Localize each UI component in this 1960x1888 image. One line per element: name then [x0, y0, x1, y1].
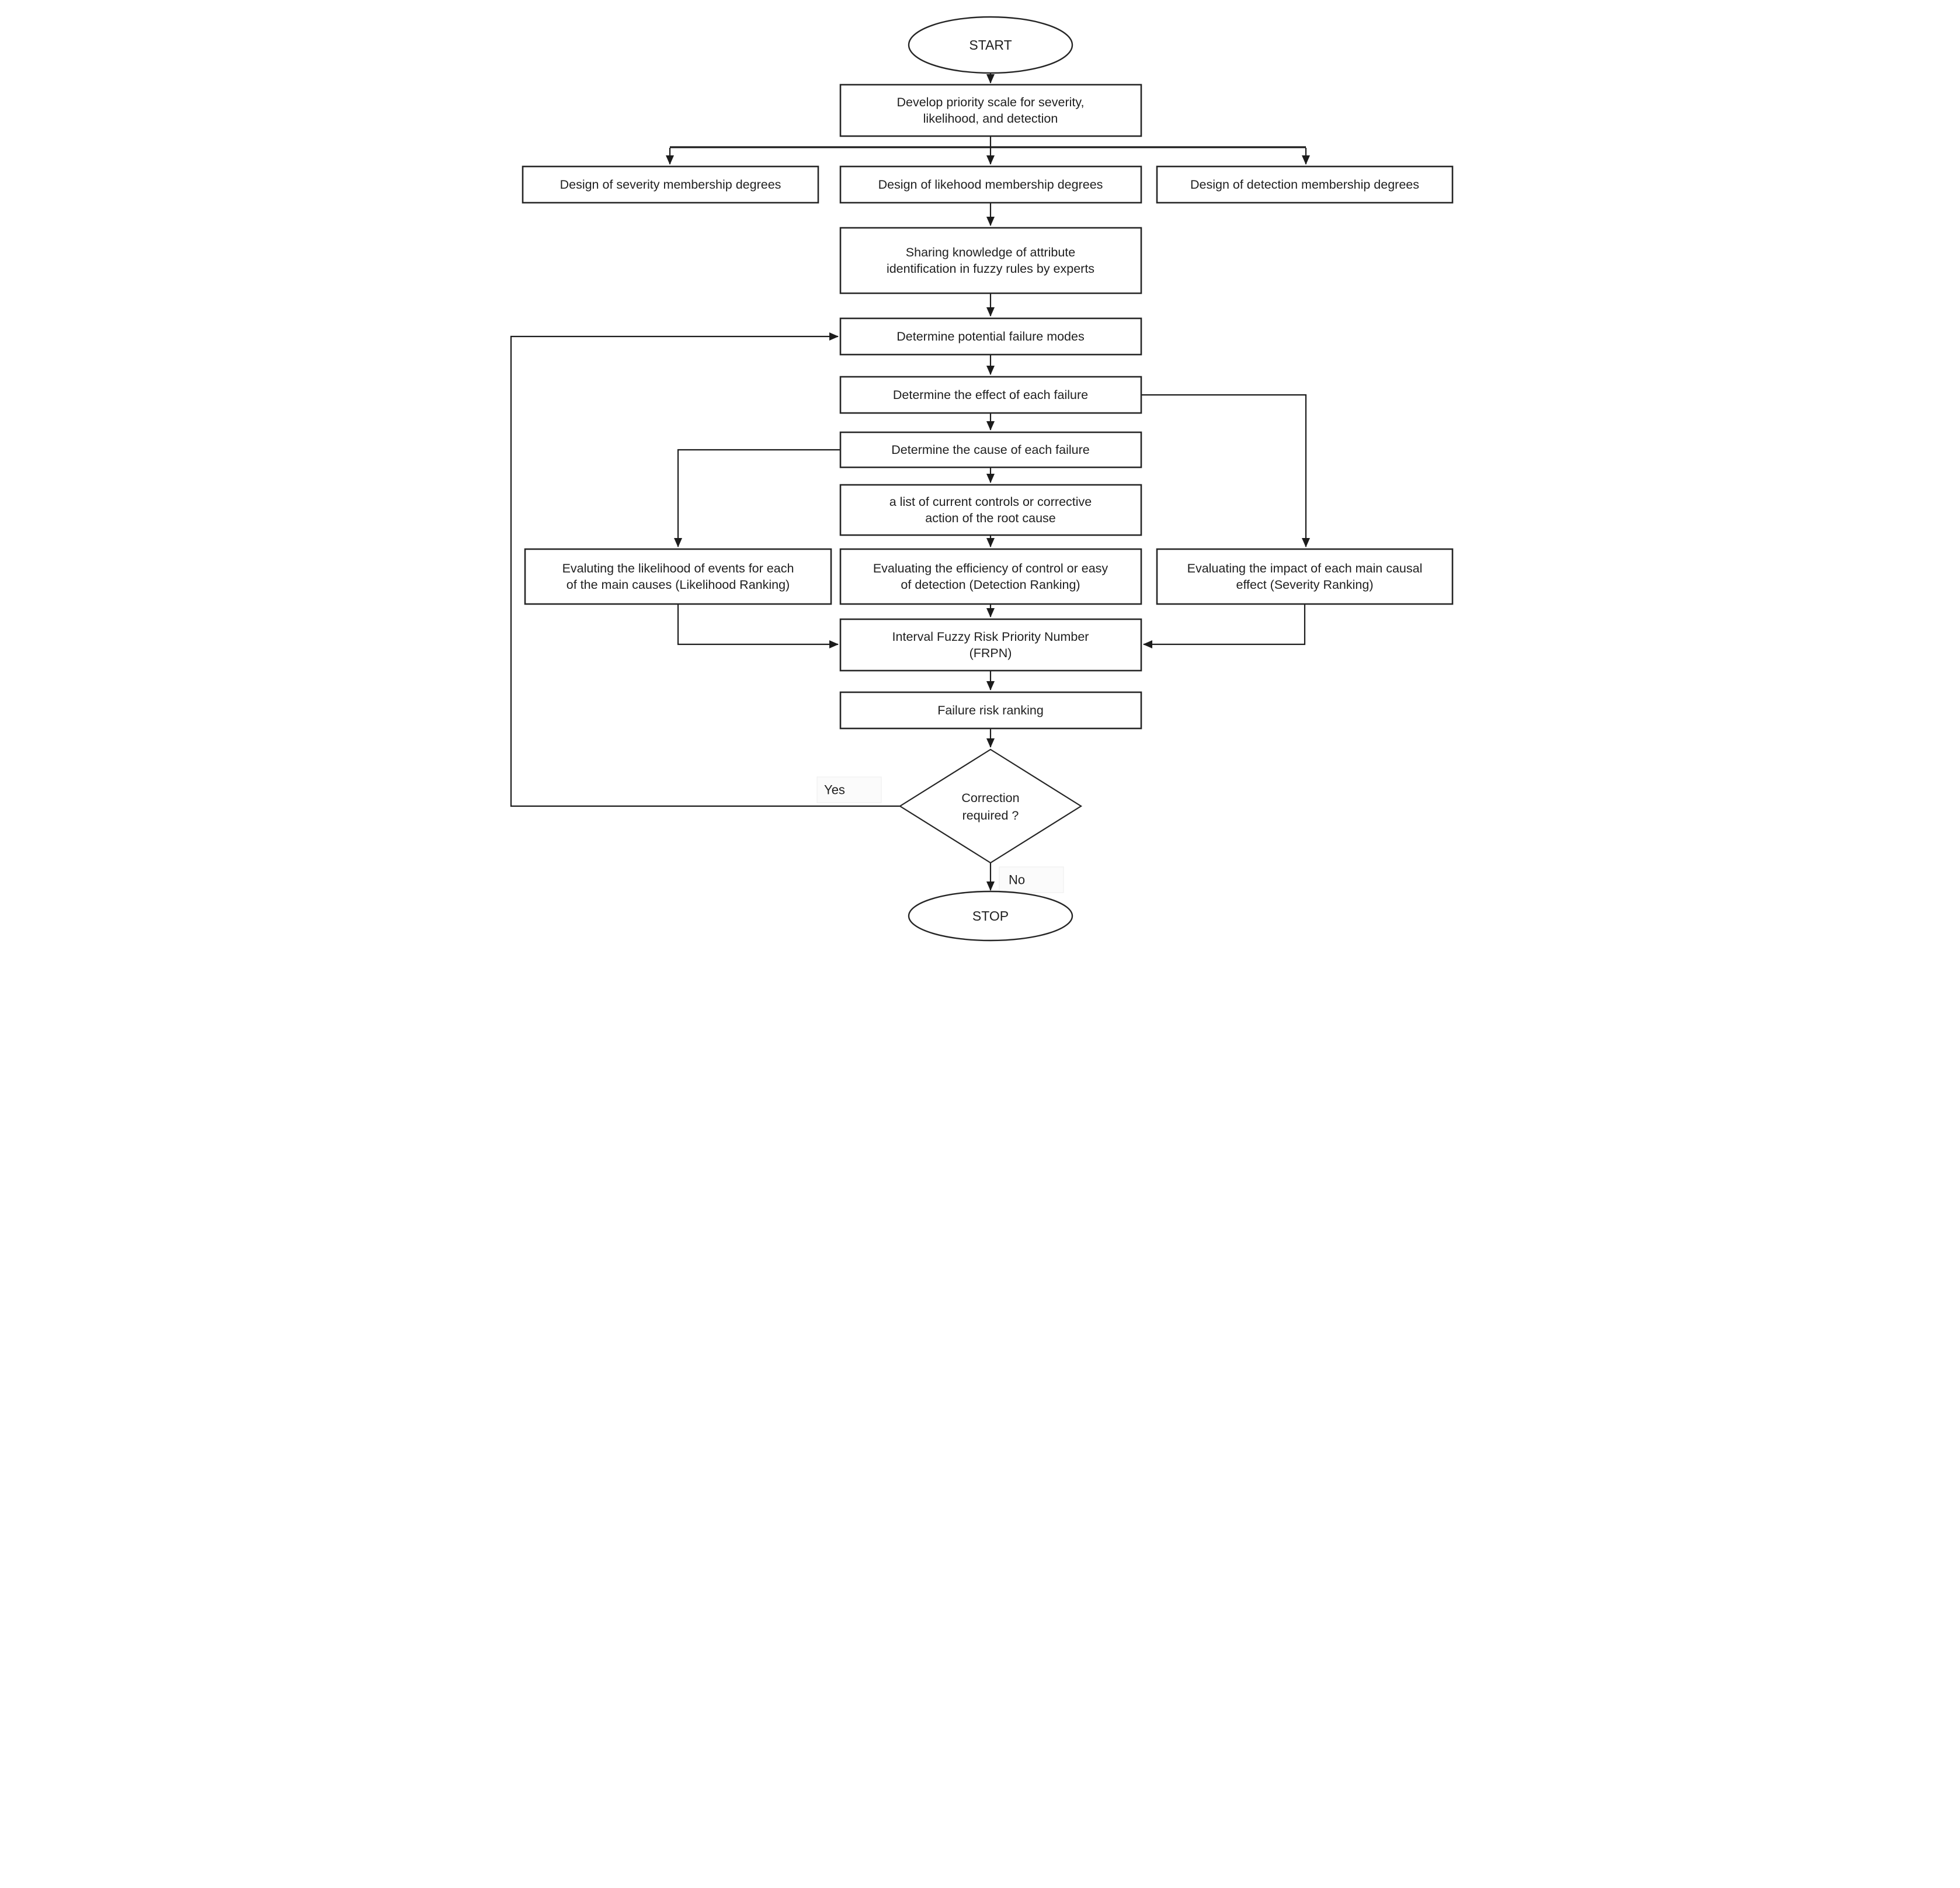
design-severity-node [522, 165, 819, 204]
current-controls-label-line2: action of the root cause [925, 511, 1056, 525]
develop-priority-scale-label-line1: Develop priority scale for severity, [896, 95, 1084, 109]
detection-ranking-label-line2: of detection (Detection Ranking) [901, 578, 1080, 592]
design-severity-label: Design of severity membership degrees [560, 178, 781, 192]
sharing-knowledge-label-line1: Sharing knowledge of attribute [906, 245, 1075, 259]
edge-effect-to-severity-ranking [1141, 394, 1310, 547]
flowchart-canvas: Yes No START Develop priority scale for … [510, 16, 1454, 942]
start-node [908, 16, 1073, 74]
potential-failure-modes-node [839, 317, 1142, 356]
cause-of-failure-label: Determine the cause of each failure [891, 443, 1089, 457]
detection-ranking-node [839, 548, 1142, 605]
frpn-node [839, 618, 1142, 672]
develop-priority-scale-label-line2: likelihood, and detection [923, 112, 1058, 126]
edge-likelihood-to-frpn [677, 604, 839, 648]
no-label-halo [999, 866, 1064, 893]
severity-ranking-label-line2: effect (Severity Ranking) [1236, 578, 1373, 592]
edge-decision-yes-feedback [510, 332, 900, 807]
correction-required-label-line1: Correction [961, 791, 1019, 805]
edge-severity-to-frpn [1143, 604, 1306, 648]
stop-node [908, 890, 1073, 942]
current-controls-node [839, 484, 1142, 536]
yes-label: Yes [824, 783, 845, 797]
correction-required-label-line2: required ? [962, 808, 1019, 822]
develop-priority-scale-node [839, 84, 1142, 137]
start-label: START [969, 37, 1012, 53]
no-label: No [1009, 873, 1025, 887]
likelihood-ranking-label-line2: of the main causes (Likelihood Ranking) [567, 578, 790, 592]
effect-of-failure-label: Determine the effect of each failure [893, 388, 1088, 402]
cause-of-failure-node [839, 431, 1142, 468]
design-detection-node [1156, 165, 1454, 204]
design-likelihood-node [839, 165, 1142, 204]
yes-label-halo [816, 776, 882, 803]
severity-ranking-node [1156, 548, 1454, 605]
edge-cause-to-likelihood-ranking [674, 449, 840, 547]
sharing-knowledge-label-line2: identification in fuzzy rules by experts [887, 262, 1094, 276]
failure-risk-ranking-node [839, 691, 1142, 730]
detection-ranking-label-line1: Evaluating the efficiency of control or … [873, 561, 1108, 575]
current-controls-label-line1: a list of current controls or corrective [889, 495, 1092, 509]
likelihood-ranking-node [524, 548, 832, 605]
severity-ranking-label-line1: Evaluating the impact of each main causa… [1187, 561, 1423, 575]
stop-label: STOP [972, 908, 1009, 924]
flowchart-page: Yes No START Develop priority scale for … [490, 0, 1470, 944]
correction-required-decision-node [898, 748, 1083, 864]
potential-failure-modes-label: Determine potential failure modes [896, 329, 1084, 343]
likelihood-ranking-label-line1: Evaluting the likelihood of events for e… [562, 561, 794, 575]
failure-risk-ranking-label: Failure risk ranking [937, 703, 1044, 717]
effect-of-failure-node [839, 376, 1142, 414]
frpn-label-line1: Interval Fuzzy Risk Priority Number [892, 630, 1089, 644]
frpn-label-line2: (FRPN) [969, 646, 1012, 660]
design-detection-label: Design of detection membership degrees [1190, 178, 1419, 192]
design-likelihood-label: Design of likehood membership degrees [878, 178, 1103, 192]
sharing-knowledge-node [839, 227, 1142, 294]
